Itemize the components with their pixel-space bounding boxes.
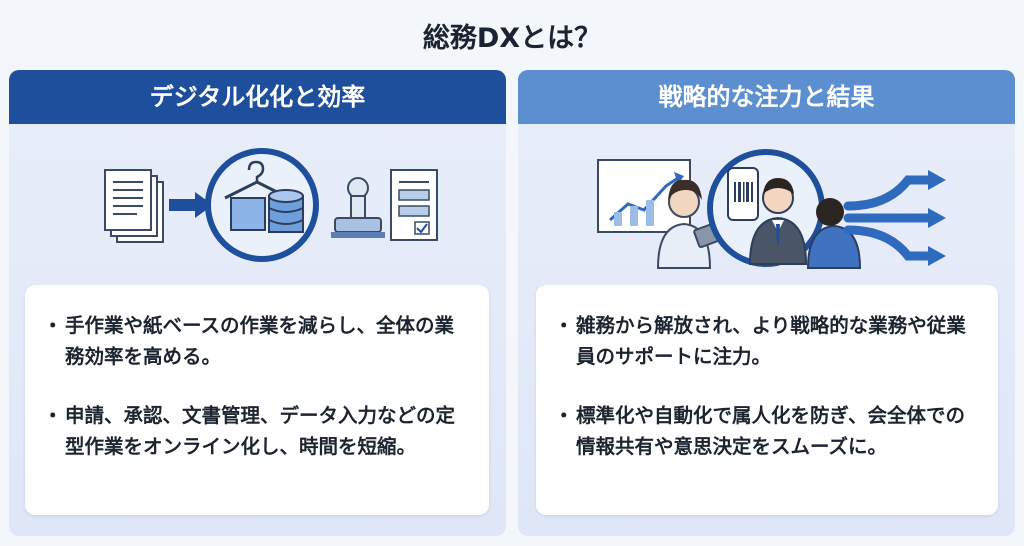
document-stack-icon	[104, 169, 164, 243]
bullet-item: ・ 標準化や自動化で属人化を防ぎ、会全体での情報共有や意思決定をスムーズに。	[554, 400, 982, 462]
bullet-text: 雑務から解放され、より戦略的な業務や従業員のサポートに注力。	[576, 314, 966, 368]
strategic-focus-panel: 戦略的な注力と結果	[518, 70, 1015, 536]
bullet-text: 申請、承認、文書管理、データ入力などの定型作業をオンライン化し、時間を短縮。	[65, 404, 456, 458]
strategic-focus-illustration	[597, 149, 946, 269]
database-icon	[268, 189, 304, 233]
strategic-bullets-card: ・ 雑務から解放され、より戦略的な業務や従業員のサポートに注力。 ・ 標準化や自…	[536, 285, 998, 515]
arrow-right-icon	[169, 192, 213, 218]
digitalization-panel: デジタル化化と効率	[9, 70, 506, 536]
panel-heading: 戦略的な注力と結果	[518, 70, 1015, 124]
stamp-icon	[331, 177, 385, 238]
digitalization-bullets-card: ・ 手作業や紙ベースの作業を減らし、全体の業務効率を高める。 ・ 申請、承認、文…	[25, 285, 489, 515]
bullet-text: 手作業や紙ベースの作業を減らし、全体の業務効率を高める。	[65, 314, 455, 368]
bullet-dot: ・	[43, 404, 63, 427]
bullet-dot: ・	[554, 404, 574, 427]
digitalization-illustration	[104, 148, 438, 262]
bullet-dot: ・	[43, 314, 63, 337]
colleague-icon	[806, 198, 862, 269]
barcode-phone-icon	[727, 167, 759, 221]
bullet-text: 標準化や自動化で属人化を防ぎ、会全体での情報共有や意思決定をスムーズに。	[576, 404, 966, 458]
page-title: 総務DXとは？	[422, 23, 602, 54]
businessman-icon	[748, 178, 808, 265]
bullet-dot: ・	[554, 314, 574, 337]
bullet-item: ・ 申請、承認、文書管理、データ入力などの定型作業をオンライン化し、時間を短縮。	[43, 400, 473, 462]
branching-arrows-icon	[843, 170, 946, 266]
form-icon	[390, 169, 438, 241]
woman-with-tablet-icon	[656, 179, 725, 269]
bullet-item: ・ 雑務から解放され、より戦略的な業務や従業員のサポートに注力。	[554, 310, 982, 372]
panel-heading: デジタル化化と効率	[9, 70, 506, 124]
bullet-item: ・ 手作業や紙ベースの作業を減らし、全体の業務効率を高める。	[43, 310, 473, 372]
